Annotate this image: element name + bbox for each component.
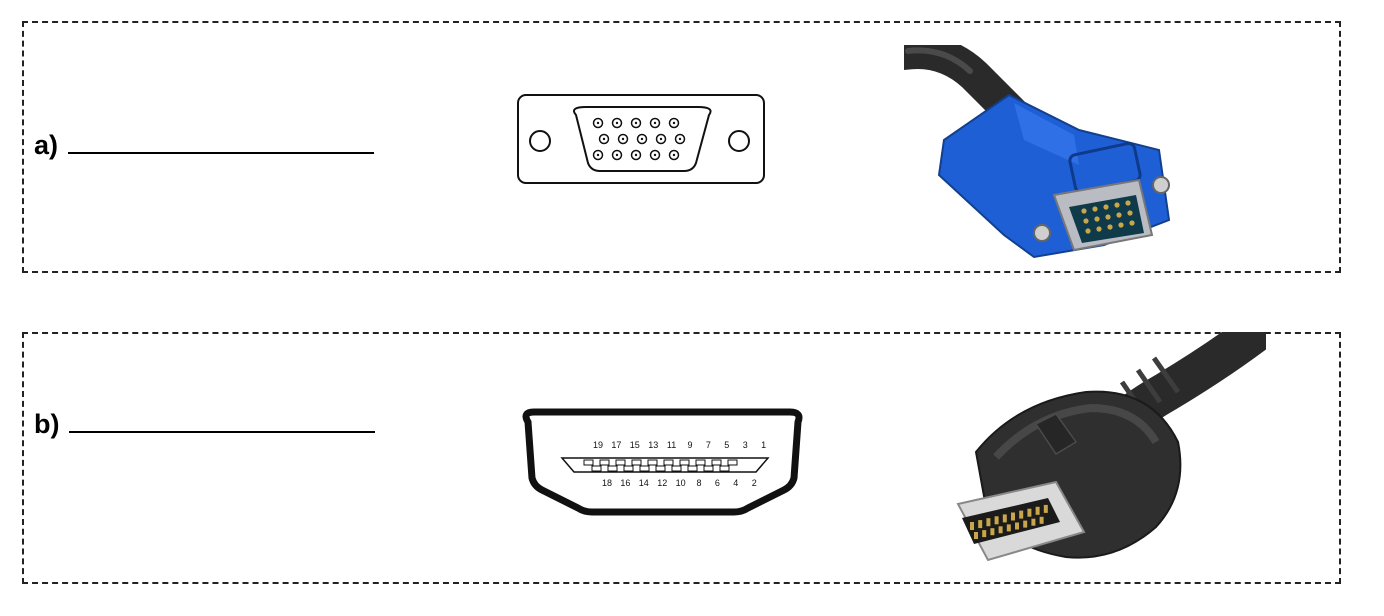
vga-thumbscrew-left bbox=[1033, 224, 1051, 242]
answer-blank-a[interactable] bbox=[68, 130, 375, 154]
hdmi-pin-label: 13 bbox=[648, 440, 658, 450]
hdmi-pin-grid bbox=[583, 459, 738, 472]
question-b: b) bbox=[34, 409, 376, 440]
hdmi-pin-bottom bbox=[719, 465, 730, 472]
hdmi-pin-labels-top: 19 17 15 13 11 9 7 5 3 1 bbox=[593, 440, 766, 450]
hdmi-pin-top bbox=[711, 459, 722, 466]
hdmi-pin-face bbox=[962, 498, 1060, 544]
vga-port-diagram bbox=[517, 94, 765, 184]
hdmi-pin-label: 7 bbox=[706, 440, 711, 450]
hdmi-pin-top bbox=[599, 459, 610, 466]
hdmi-pin-labels-bottom: 18 16 14 12 10 8 6 4 2 bbox=[602, 478, 757, 488]
hdmi-pin-bottom bbox=[671, 465, 682, 472]
hdmi-pin-label: 14 bbox=[639, 478, 649, 488]
hdmi-pin-label: 11 bbox=[667, 440, 676, 450]
hdmi-pin-bottom bbox=[607, 465, 618, 472]
hdmi-cable-photo bbox=[956, 332, 1266, 562]
hdmi-pin-label: 3 bbox=[743, 440, 748, 450]
hdmi-pin-label: 1 bbox=[761, 440, 766, 450]
hdmi-pin-top bbox=[583, 459, 594, 466]
hdmi-pin-label: 12 bbox=[657, 478, 667, 488]
hdmi-pin-label: 9 bbox=[687, 440, 692, 450]
hdmi-pin-bottom bbox=[703, 465, 714, 472]
hdmi-pin-top bbox=[631, 459, 642, 466]
vga-question-panel: a) bbox=[22, 21, 1341, 273]
question-a-label: a) bbox=[34, 130, 59, 160]
hdmi-pin-top bbox=[695, 459, 706, 466]
hdmi-pin-label: 15 bbox=[630, 440, 640, 450]
hdmi-pin-bottom bbox=[655, 465, 666, 472]
hdmi-pin-top bbox=[727, 459, 738, 466]
vga-pin-grid bbox=[592, 117, 686, 161]
hdmi-pin-bottom bbox=[639, 465, 650, 472]
vga-thumbscrew-right bbox=[1152, 176, 1170, 194]
hdmi-question-panel: b) 19 17 15 13 11 9 7 5 3 1 18 16 14 12 10 8 6 4 2 bbox=[22, 332, 1341, 584]
hdmi-pin-top bbox=[679, 459, 690, 466]
hdmi-pin-top bbox=[663, 459, 674, 466]
question-b-label: b) bbox=[34, 409, 60, 439]
question-a: a) bbox=[34, 130, 375, 161]
vga-cable-photo bbox=[904, 45, 1171, 259]
hdmi-pin-label: 4 bbox=[733, 478, 738, 488]
hdmi-pin-top bbox=[615, 459, 626, 466]
hdmi-emboss bbox=[1034, 413, 1078, 456]
hdmi-port-diagram: 19 17 15 13 11 9 7 5 3 1 18 16 14 12 10 8 6 4 2 bbox=[522, 408, 803, 516]
hdmi-pin-label: 10 bbox=[676, 478, 686, 488]
hdmi-pin-label: 8 bbox=[696, 478, 701, 488]
hdmi-pin-label: 17 bbox=[611, 440, 621, 450]
hdmi-pin-label: 5 bbox=[724, 440, 729, 450]
hdmi-pin-label: 19 bbox=[593, 440, 603, 450]
hdmi-pin-bottom bbox=[687, 465, 698, 472]
vga-screw-hole-right bbox=[728, 130, 750, 152]
vga-screw-hole-left bbox=[529, 130, 551, 152]
answer-blank-b[interactable] bbox=[69, 409, 376, 433]
hdmi-pin-bottom bbox=[623, 465, 634, 472]
hdmi-pin-label: 18 bbox=[602, 478, 612, 488]
hdmi-pin-label: 16 bbox=[620, 478, 630, 488]
hdmi-pin-label: 2 bbox=[752, 478, 757, 488]
hdmi-pin-top bbox=[647, 459, 658, 466]
hdmi-pin-label: 6 bbox=[715, 478, 720, 488]
hdmi-pin-bottom bbox=[591, 465, 602, 472]
